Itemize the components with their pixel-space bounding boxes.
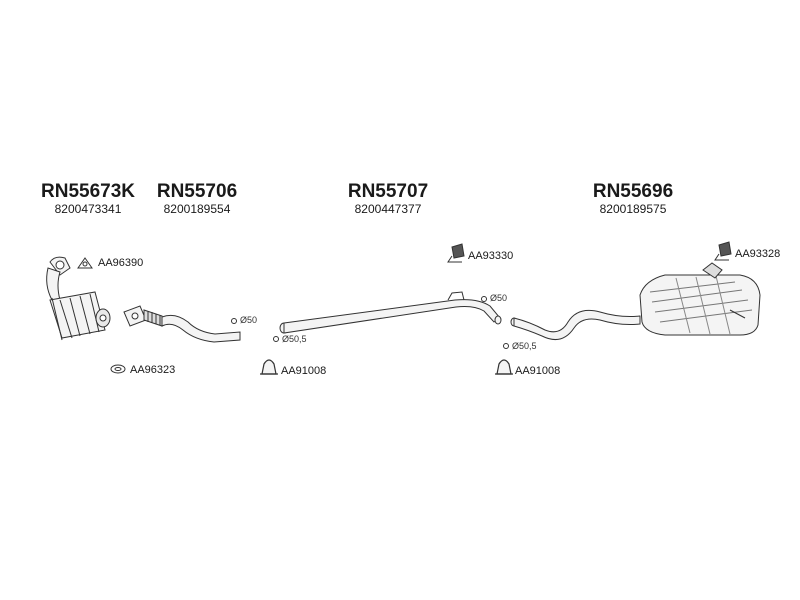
catalytic-converter-drawing bbox=[46, 256, 111, 341]
dimension-label: Ø50,5 bbox=[282, 334, 307, 344]
dimension-label: Ø50 bbox=[240, 315, 258, 325]
part-name: RN55707 bbox=[347, 181, 429, 202]
gasket-icon bbox=[77, 257, 93, 269]
part-number: 8200189575 bbox=[599, 201, 667, 216]
dimension-marker bbox=[231, 318, 237, 324]
clamp-icon bbox=[260, 359, 278, 375]
part-label-middle-pipe: RN55707 8200447377 bbox=[328, 182, 448, 216]
part-name: RN55673K bbox=[41, 181, 135, 202]
accessory-label-hanger-mid: AA93330 bbox=[468, 250, 514, 262]
hanger-icon bbox=[714, 241, 732, 261]
part-label-front-pipe: RN55706 8200189554 bbox=[137, 182, 257, 216]
dimension-marker bbox=[481, 296, 487, 302]
accessory-label-clamp-right: AA91008 bbox=[515, 365, 561, 377]
accessory-label-hanger-rear: AA93328 bbox=[735, 248, 781, 260]
part-number: 8200189554 bbox=[163, 201, 231, 216]
part-label-rear-silencer: RN55696 8200189575 bbox=[573, 182, 693, 216]
part-number: 8200473341 bbox=[54, 201, 122, 216]
part-name: RN55706 bbox=[156, 181, 238, 202]
accessory-label-gasket-ring: AA96323 bbox=[130, 364, 176, 376]
dimension-marker bbox=[503, 343, 509, 349]
part-number: 8200447377 bbox=[354, 201, 422, 216]
hanger-icon bbox=[447, 243, 465, 263]
front-pipe-drawing bbox=[123, 305, 241, 343]
rear-silencer-drawing bbox=[510, 262, 761, 341]
dimension-marker bbox=[273, 336, 279, 342]
dimension-label: Ø50,5 bbox=[512, 341, 537, 351]
part-label-catalytic-converter: RN55673K 8200473341 bbox=[28, 182, 148, 216]
accessory-label-gasket: AA96390 bbox=[98, 257, 144, 269]
accessory-label-clamp-left: AA91008 bbox=[281, 365, 327, 377]
dimension-label: Ø50 bbox=[490, 293, 508, 303]
middle-pipe-drawing bbox=[279, 291, 502, 334]
clamp-icon bbox=[495, 359, 513, 375]
gasket-ring-icon bbox=[110, 364, 126, 374]
part-name: RN55696 bbox=[592, 181, 674, 202]
